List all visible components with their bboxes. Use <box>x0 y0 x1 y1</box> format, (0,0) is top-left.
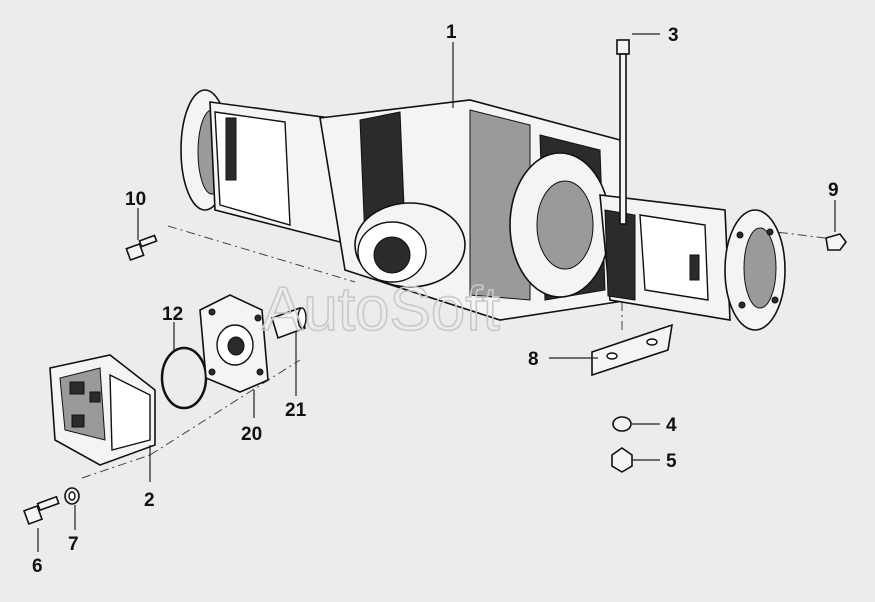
watermark: AutoSoft <box>262 275 500 344</box>
washer-7 <box>64 487 80 505</box>
callout-3: 3 <box>668 25 679 46</box>
callout-10: 10 <box>125 189 146 210</box>
nut-4 <box>612 416 632 432</box>
o-ring <box>160 346 208 410</box>
adapter-plate <box>199 294 269 393</box>
axle-housing <box>180 89 786 331</box>
callout-labels: 1 2 3 4 5 6 7 8 9 10 12 20 21 <box>32 22 839 577</box>
leader-lines <box>37 33 836 552</box>
bolt-10 <box>125 234 158 262</box>
nut-9 <box>825 233 847 251</box>
splined-sleeve <box>271 306 307 340</box>
callout-1: 1 <box>446 22 457 43</box>
hydraulic-motor <box>49 354 156 466</box>
clamp-plate <box>591 323 673 377</box>
callout-6: 6 <box>32 556 43 577</box>
callout-9: 9 <box>828 180 839 201</box>
callout-8: 8 <box>528 349 539 370</box>
nut-5 <box>611 447 633 473</box>
callout-2: 2 <box>144 490 155 511</box>
bolt-6 <box>23 495 60 525</box>
callout-20: 20 <box>241 424 262 445</box>
callout-7: 7 <box>68 534 79 555</box>
callout-12: 12 <box>162 304 183 325</box>
callout-4: 4 <box>666 415 677 436</box>
u-bolt-stud <box>616 39 630 225</box>
callout-21: 21 <box>285 400 307 421</box>
callout-5: 5 <box>666 451 677 472</box>
